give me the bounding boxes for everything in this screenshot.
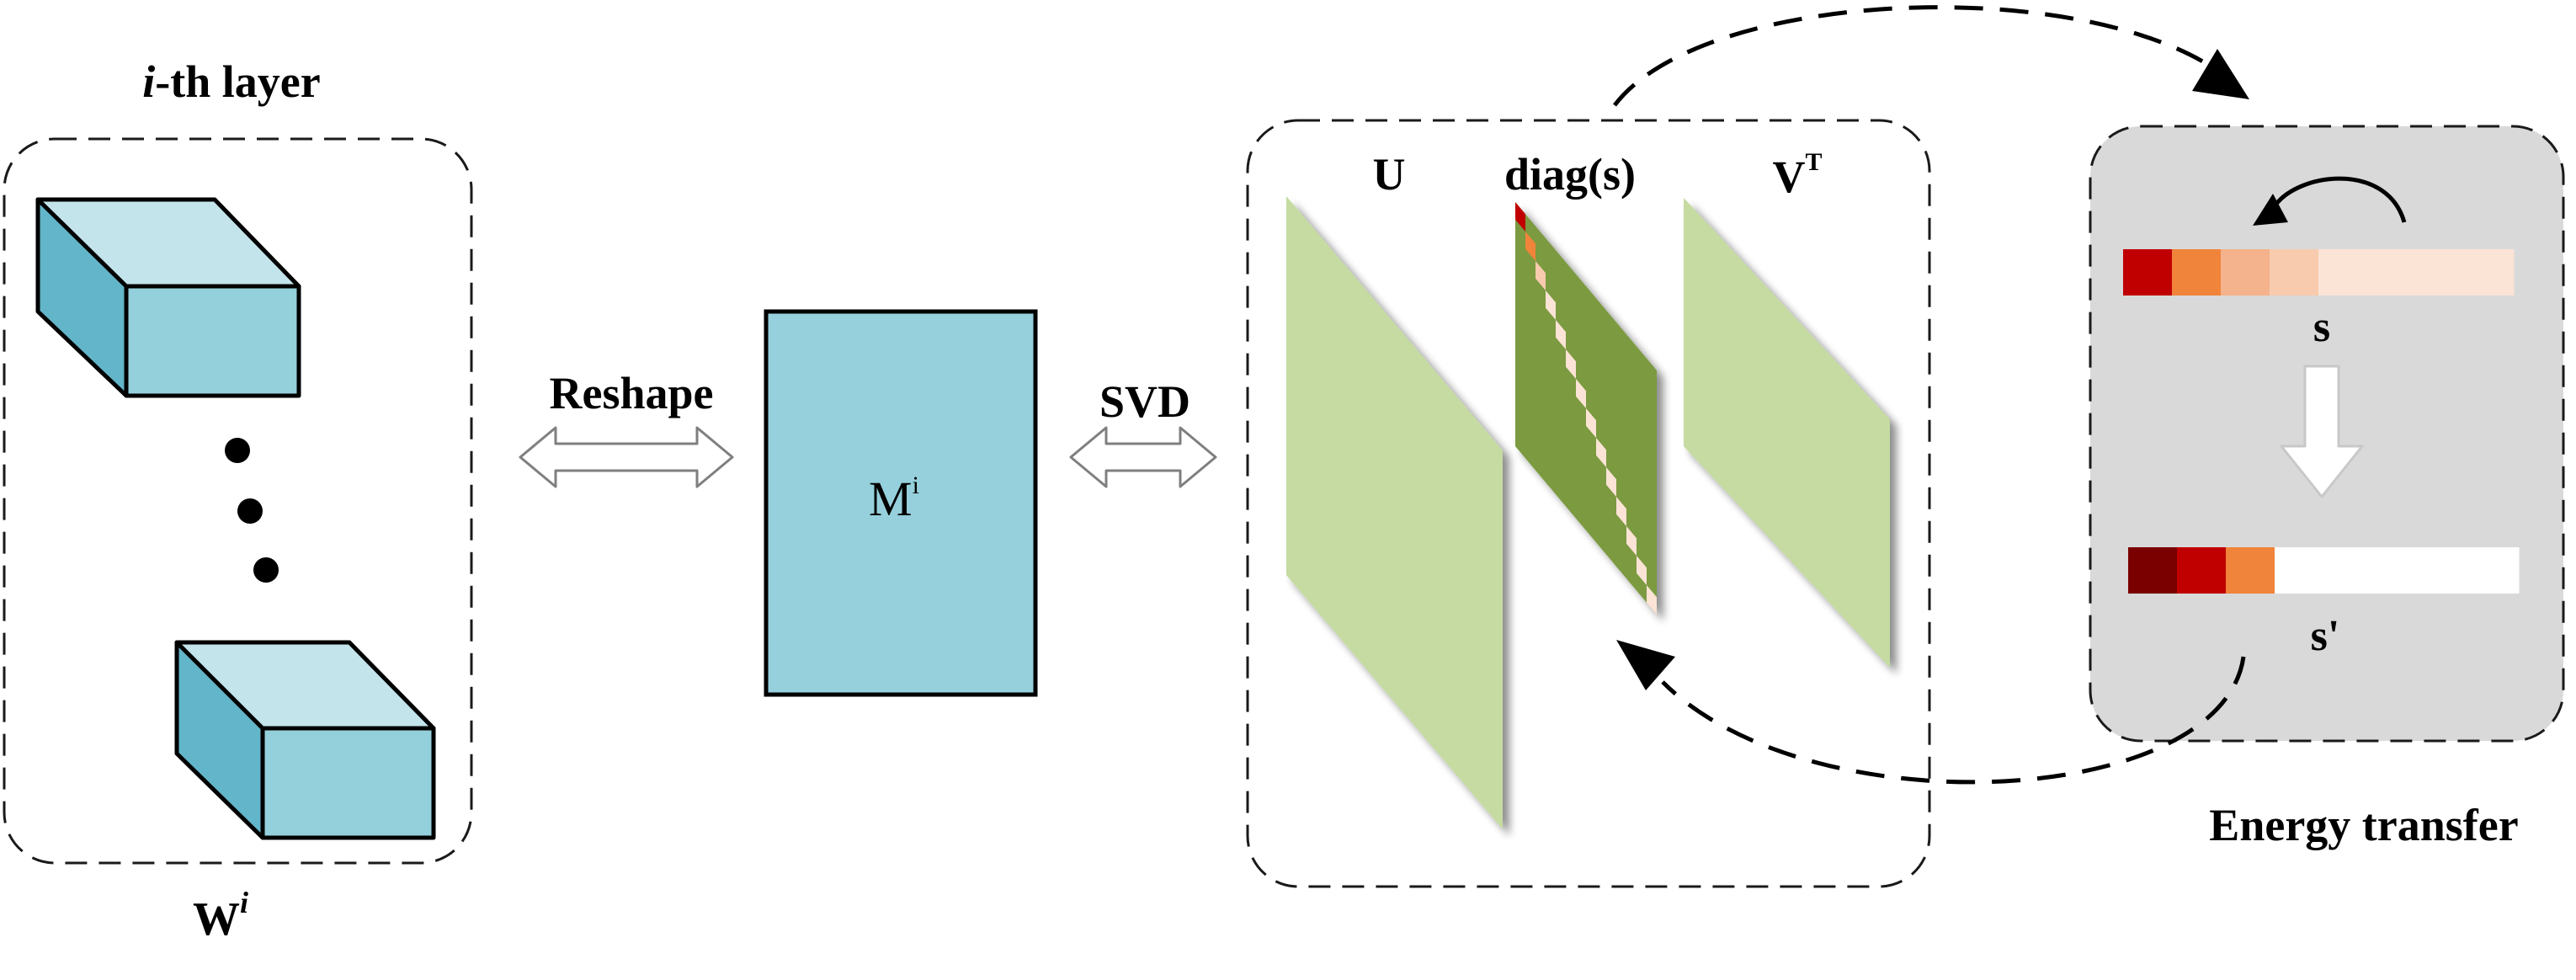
diag-cell-6 bbox=[1566, 349, 1576, 379]
ellipsis-dot-1 bbox=[225, 438, 250, 463]
s-prime-cell-7 bbox=[2421, 547, 2471, 594]
s-prime-cell-1 bbox=[2128, 547, 2178, 594]
diag-cell-5 bbox=[1556, 320, 1566, 349]
diag-cell-9 bbox=[1596, 438, 1606, 467]
diag-cell-11 bbox=[1616, 497, 1626, 526]
diag-cell-8 bbox=[1586, 408, 1596, 438]
s-prime-cell-2 bbox=[2177, 547, 2227, 594]
transfer-down-arrow bbox=[2280, 365, 2364, 498]
matrix-block bbox=[764, 309, 1038, 697]
diag-label: diag(s) bbox=[1504, 149, 1636, 200]
diag-cell-4 bbox=[1546, 290, 1556, 320]
s-prime-cell-4 bbox=[2275, 547, 2324, 594]
weight-cube-bottom bbox=[174, 640, 436, 840]
diag-cell-14 bbox=[1647, 585, 1657, 615]
singular-values-bar bbox=[2123, 249, 2515, 296]
vt-label: VT bbox=[1772, 148, 1822, 202]
shift-curved-arrow bbox=[2270, 176, 2407, 223]
s-prime-cell-6 bbox=[2372, 547, 2422, 594]
svd-label: SVD bbox=[1099, 376, 1190, 427]
u-label: U bbox=[1373, 149, 1406, 200]
diag-cell-2 bbox=[1525, 232, 1535, 261]
s-cell-8 bbox=[2465, 249, 2515, 296]
flow-arrow-back-head bbox=[1616, 640, 1675, 690]
layer-dashed-box bbox=[3, 137, 473, 865]
energy-transfer-label: Energy transfer bbox=[2209, 800, 2518, 850]
s-prime-label: s' bbox=[2311, 612, 2340, 660]
weight-cube-top bbox=[35, 197, 301, 398]
s-cell-3 bbox=[2221, 249, 2270, 296]
s-prime-cell-3 bbox=[2226, 547, 2275, 594]
shift-arrow-head bbox=[2253, 194, 2288, 226]
diag-cell-12 bbox=[1626, 526, 1637, 556]
s-cell-4 bbox=[2270, 249, 2319, 296]
ellipsis-dot-2 bbox=[237, 498, 263, 524]
ellipsis-dot-3 bbox=[253, 557, 279, 583]
u-factor bbox=[1286, 196, 1503, 829]
weight-cube-bottom-face-front bbox=[260, 726, 436, 840]
vt-factor bbox=[1684, 198, 1890, 668]
diag-cell-1 bbox=[1515, 202, 1525, 232]
weight-label: Wi bbox=[193, 886, 248, 945]
matrix-label: Mi bbox=[869, 471, 919, 526]
flow-arrow-back bbox=[1661, 656, 2246, 785]
transferred-values-bar bbox=[2128, 547, 2520, 594]
layer-title: i-th layer bbox=[142, 56, 320, 107]
flow-arrow-to-panel-head bbox=[2192, 49, 2249, 99]
s-cell-6 bbox=[2367, 249, 2417, 296]
svd-dashed-box bbox=[1246, 119, 1931, 888]
reshape-label: Reshape bbox=[549, 368, 713, 418]
weight-cube-top-face-front bbox=[124, 284, 301, 398]
diag-factor bbox=[1515, 202, 1657, 615]
s-cell-5 bbox=[2318, 249, 2368, 296]
diag-cell-13 bbox=[1637, 556, 1647, 585]
diag-cells bbox=[1515, 202, 1657, 615]
diag-cell-3 bbox=[1535, 261, 1546, 290]
flow-arrow-to-panel bbox=[1613, 5, 2211, 107]
s-cell-2 bbox=[2172, 249, 2222, 296]
svd-double-arrow bbox=[1069, 426, 1217, 488]
reshape-double-arrow bbox=[519, 426, 734, 488]
s-cell-7 bbox=[2416, 249, 2466, 296]
s-prime-cell-5 bbox=[2323, 547, 2373, 594]
s-label: s bbox=[2313, 303, 2330, 351]
diag-cell-10 bbox=[1606, 467, 1616, 497]
s-prime-cell-8 bbox=[2470, 547, 2520, 594]
s-cell-1 bbox=[2123, 249, 2173, 296]
diag-cell-7 bbox=[1576, 379, 1586, 408]
